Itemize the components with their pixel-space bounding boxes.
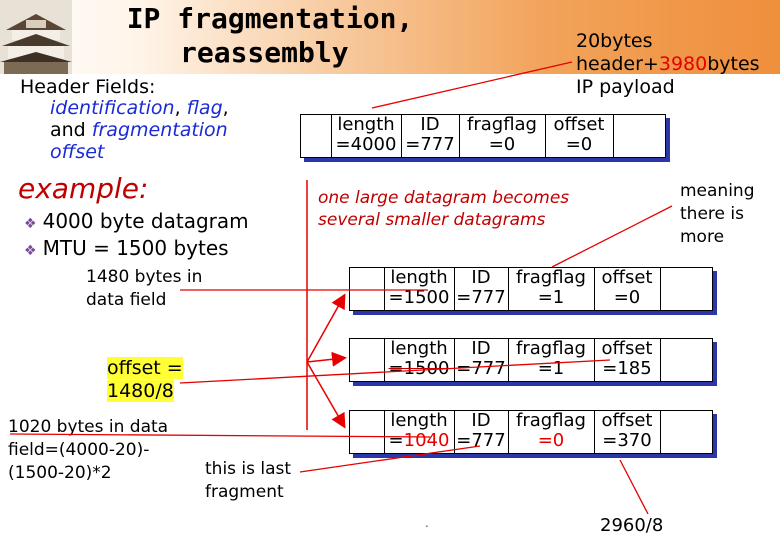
meaning-note-3: more bbox=[680, 227, 725, 247]
payload-note-line-3: IP payload bbox=[576, 76, 675, 98]
id-field: ID=777 bbox=[454, 268, 507, 310]
header-fields-line-2: identification, flag, bbox=[50, 97, 229, 119]
stray-dot: . bbox=[425, 516, 429, 530]
title-line-1: IP fragmentation, bbox=[126, 2, 414, 35]
bullet-icon: ❖ bbox=[24, 216, 37, 232]
fragflag-field: fragflag=1 bbox=[508, 268, 593, 310]
offset-field: offset=0 bbox=[545, 115, 612, 157]
payload-field bbox=[660, 411, 713, 453]
large-becomes-note-2: several smaller datagrams bbox=[318, 210, 546, 230]
fragflag-field: fragflag=0 bbox=[459, 115, 544, 157]
payload-note-line-1: 20bytes bbox=[576, 30, 653, 52]
offset-field: offset=0 bbox=[594, 268, 659, 310]
castle-image bbox=[0, 0, 72, 74]
data-field-note-2: data field bbox=[86, 290, 167, 310]
meaning-note-1: meaning bbox=[680, 181, 755, 201]
id-field: ID=777 bbox=[454, 411, 507, 453]
fragflag-field: fragflag=1 bbox=[508, 339, 593, 381]
length-field: length=1040 bbox=[384, 411, 453, 453]
id-field: ID=777 bbox=[401, 115, 458, 157]
fragment-2: length=1500 ID=777 fragflag=1 offset=185 bbox=[349, 338, 717, 386]
bullet-icon: ❖ bbox=[24, 243, 37, 259]
length-field: length=1500 bbox=[384, 268, 453, 310]
example-label: example: bbox=[18, 172, 149, 205]
payload-field bbox=[660, 268, 713, 310]
header-fields-line-3: and fragmentation bbox=[50, 119, 228, 141]
data-field-note-1: 1480 bytes in bbox=[86, 267, 203, 287]
offset-field: offset=185 bbox=[594, 339, 659, 381]
fragment-3: length=1040 ID=777 fragflag=0 offset=370 bbox=[349, 410, 717, 458]
length-field: length=4000 bbox=[331, 115, 400, 157]
offset-last-note: 2960/8 bbox=[600, 515, 664, 536]
large-becomes-note-1: one large datagram becomes bbox=[318, 188, 570, 208]
header-fields-label: Header Fields: bbox=[20, 76, 156, 98]
bullet-datagram: ❖ 4000 byte datagram bbox=[24, 209, 249, 233]
last-fragment-note-2: fragment bbox=[205, 482, 284, 502]
offset-calc-2: 1480/8 bbox=[107, 380, 174, 402]
length-field: length=1500 bbox=[384, 339, 453, 381]
meaning-note-2: there is bbox=[680, 204, 744, 224]
id-field: ID=777 bbox=[454, 339, 507, 381]
last-data-note-3: (1500-20)*2 bbox=[8, 463, 112, 483]
payload-field bbox=[660, 339, 713, 381]
original-datagram: length=4000 ID=777 fragflag=0 offset=0 bbox=[300, 114, 670, 162]
payload-field bbox=[613, 115, 666, 157]
payload-note-line-2: header+3980bytes bbox=[576, 53, 760, 75]
last-fragment-note-1: this is last bbox=[205, 459, 292, 479]
offset-calc-1: offset = bbox=[107, 357, 183, 379]
header-fields-line-4: offset bbox=[50, 141, 105, 163]
last-data-note-2: field=(4000-20)- bbox=[8, 440, 150, 460]
fragment-1: length=1500 ID=777 fragflag=1 offset=0 bbox=[349, 267, 717, 315]
offset-field: offset=370 bbox=[594, 411, 659, 453]
bullet-mtu: ❖ MTU = 1500 bytes bbox=[24, 236, 229, 260]
last-data-note-1: 1020 bytes in data bbox=[8, 417, 169, 437]
title-line-2: reassembly bbox=[180, 36, 349, 69]
fragflag-field: fragflag=0 bbox=[508, 411, 593, 453]
